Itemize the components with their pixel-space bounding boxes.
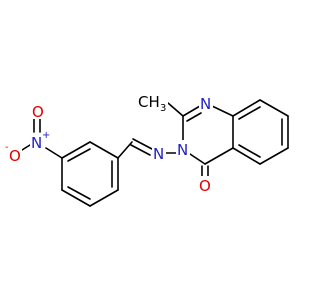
bond-c4-c4a	[204, 147, 234, 165]
bond-benzo-inner-3	[238, 144, 261, 158]
atom-labels: CH 3 N N N O N + O O -	[5, 92, 213, 195]
bond-nitro-o-left	[21, 144, 31, 151]
bond-ph-inner-3	[67, 148, 91, 162]
nitro-plus-charge: +	[42, 130, 50, 141]
bond-ph-2	[89, 189, 119, 207]
structure-diagram: CH 3 N N N O N + O O -	[5, 92, 289, 207]
ring-nitrogen-mid: N	[177, 141, 188, 159]
bond-n3-c4	[189, 153, 206, 165]
bond-imine-double-1	[132, 138, 153, 150]
carbonyl-oxygen: O	[199, 177, 211, 195]
bond-ph-nitro	[45, 147, 63, 159]
bond-methyl	[167, 102, 184, 117]
methyl-subscript: 3	[160, 103, 166, 114]
bond-ch-phenyl	[117, 141, 133, 159]
bond-c5-c4a	[232, 147, 261, 165]
nitro-oxygen-minus-charge: -	[5, 142, 9, 153]
bond-imine-double-2	[130, 144, 151, 156]
methyl-label: CH	[138, 93, 160, 111]
bond-c8-c7	[259, 99, 289, 117]
bonds	[21, 99, 289, 207]
bond-c6-c5	[259, 147, 289, 165]
nitro-oxygen-left: O	[9, 147, 21, 165]
bond-ph-inner-2	[67, 186, 91, 200]
bond-ph-6	[89, 141, 119, 159]
bond-benzo-inner-1	[238, 106, 261, 120]
molecule-canvas: CH 3 N N N O N + O O -	[5, 92, 289, 207]
bond-c2-n1	[182, 105, 201, 117]
imine-nitrogen: N	[153, 145, 164, 163]
bond-ph-3	[61, 189, 91, 207]
bond-c8a-c8	[232, 99, 261, 117]
bond-c2-n1-double	[186, 112, 202, 122]
ring-nitrogen-top: N	[200, 95, 211, 113]
bond-n1-c8a	[211, 105, 234, 117]
bond-ph-5	[61, 141, 91, 159]
nitro-oxygen-top: O	[32, 103, 44, 121]
nitro-nitrogen: N	[31, 134, 42, 152]
